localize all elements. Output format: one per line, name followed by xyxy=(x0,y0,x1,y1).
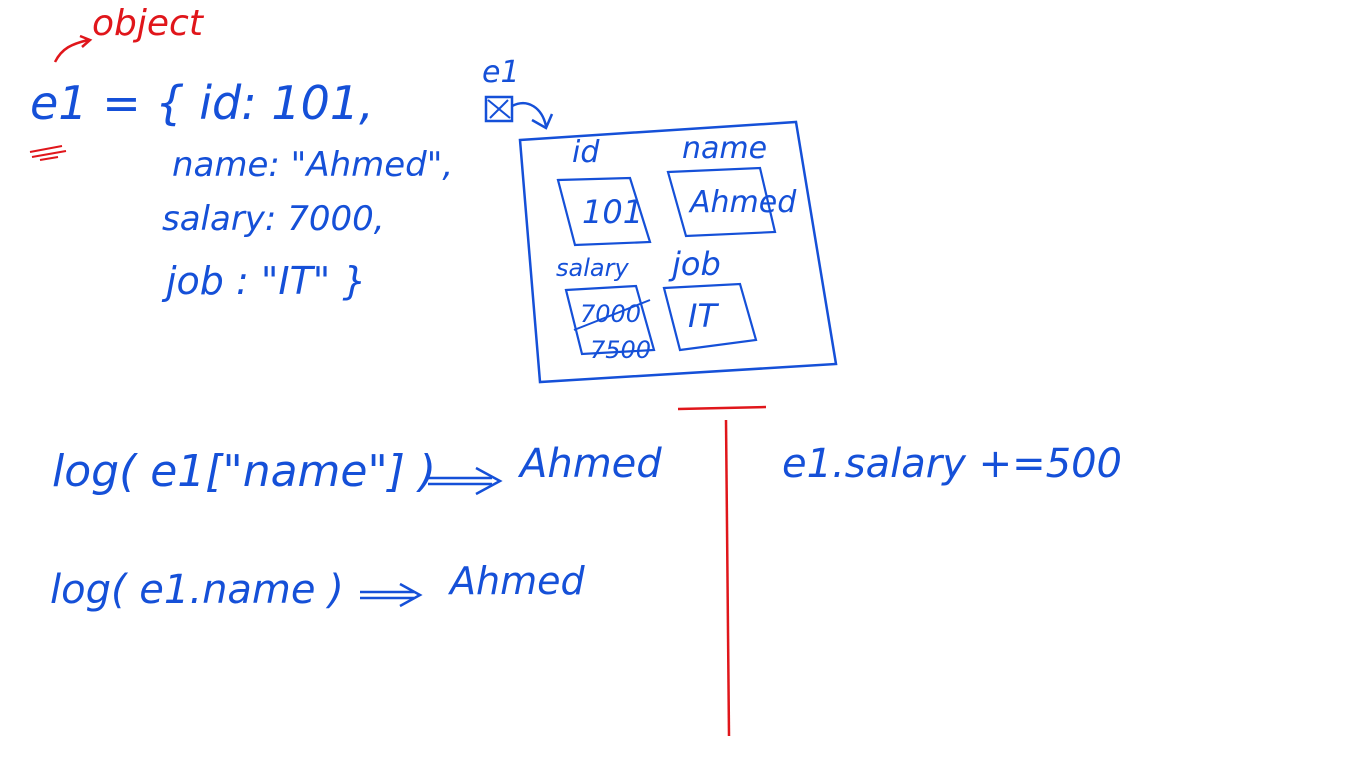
cell-salary-key: salary xyxy=(556,254,629,282)
example-2-code: log( e1.name ) xyxy=(50,567,344,613)
cell-job-key: job xyxy=(672,245,721,283)
cell-name-box xyxy=(666,166,777,238)
cell-id-box xyxy=(556,176,652,247)
ref-arrow xyxy=(511,101,548,127)
ref-box xyxy=(484,95,514,123)
definition-line-3: salary: 7000, xyxy=(162,199,385,239)
example-1-result: Ahmed xyxy=(520,441,662,487)
cell-name-value: Ahmed xyxy=(690,185,797,220)
cell-salary-box xyxy=(564,284,656,356)
object-label: object xyxy=(92,3,203,44)
cell-name-key: name xyxy=(682,131,768,166)
definition-line-4: job : "IT" } xyxy=(166,259,367,303)
ref-label: e1 xyxy=(482,55,520,90)
cell-job-box xyxy=(662,282,758,352)
cell-salary-value: 7500 xyxy=(590,336,652,364)
salary-strike xyxy=(573,299,651,331)
result-arrow-1 xyxy=(428,476,492,486)
example-2-result: Ahmed xyxy=(450,559,585,603)
object-arrow xyxy=(53,38,89,63)
example-1-code: log( e1["name"] ) xyxy=(52,446,437,497)
red-divider-vertical xyxy=(724,419,731,737)
cell-id-key: id xyxy=(572,135,600,170)
definition-line-1: e1 = { id: 101, xyxy=(30,76,374,130)
cell-salary-old-value: 7000 xyxy=(580,300,642,328)
cell-id-value: 101 xyxy=(582,193,644,231)
e1-underline xyxy=(29,145,67,161)
cell-job-value: IT xyxy=(688,297,717,335)
object-box xyxy=(518,120,838,384)
definition-line-2: name: "Ahmed", xyxy=(172,145,454,185)
red-divider-top xyxy=(677,405,767,411)
result-arrow-2 xyxy=(360,590,414,600)
update-statement: e1.salary +=500 xyxy=(782,441,1122,487)
